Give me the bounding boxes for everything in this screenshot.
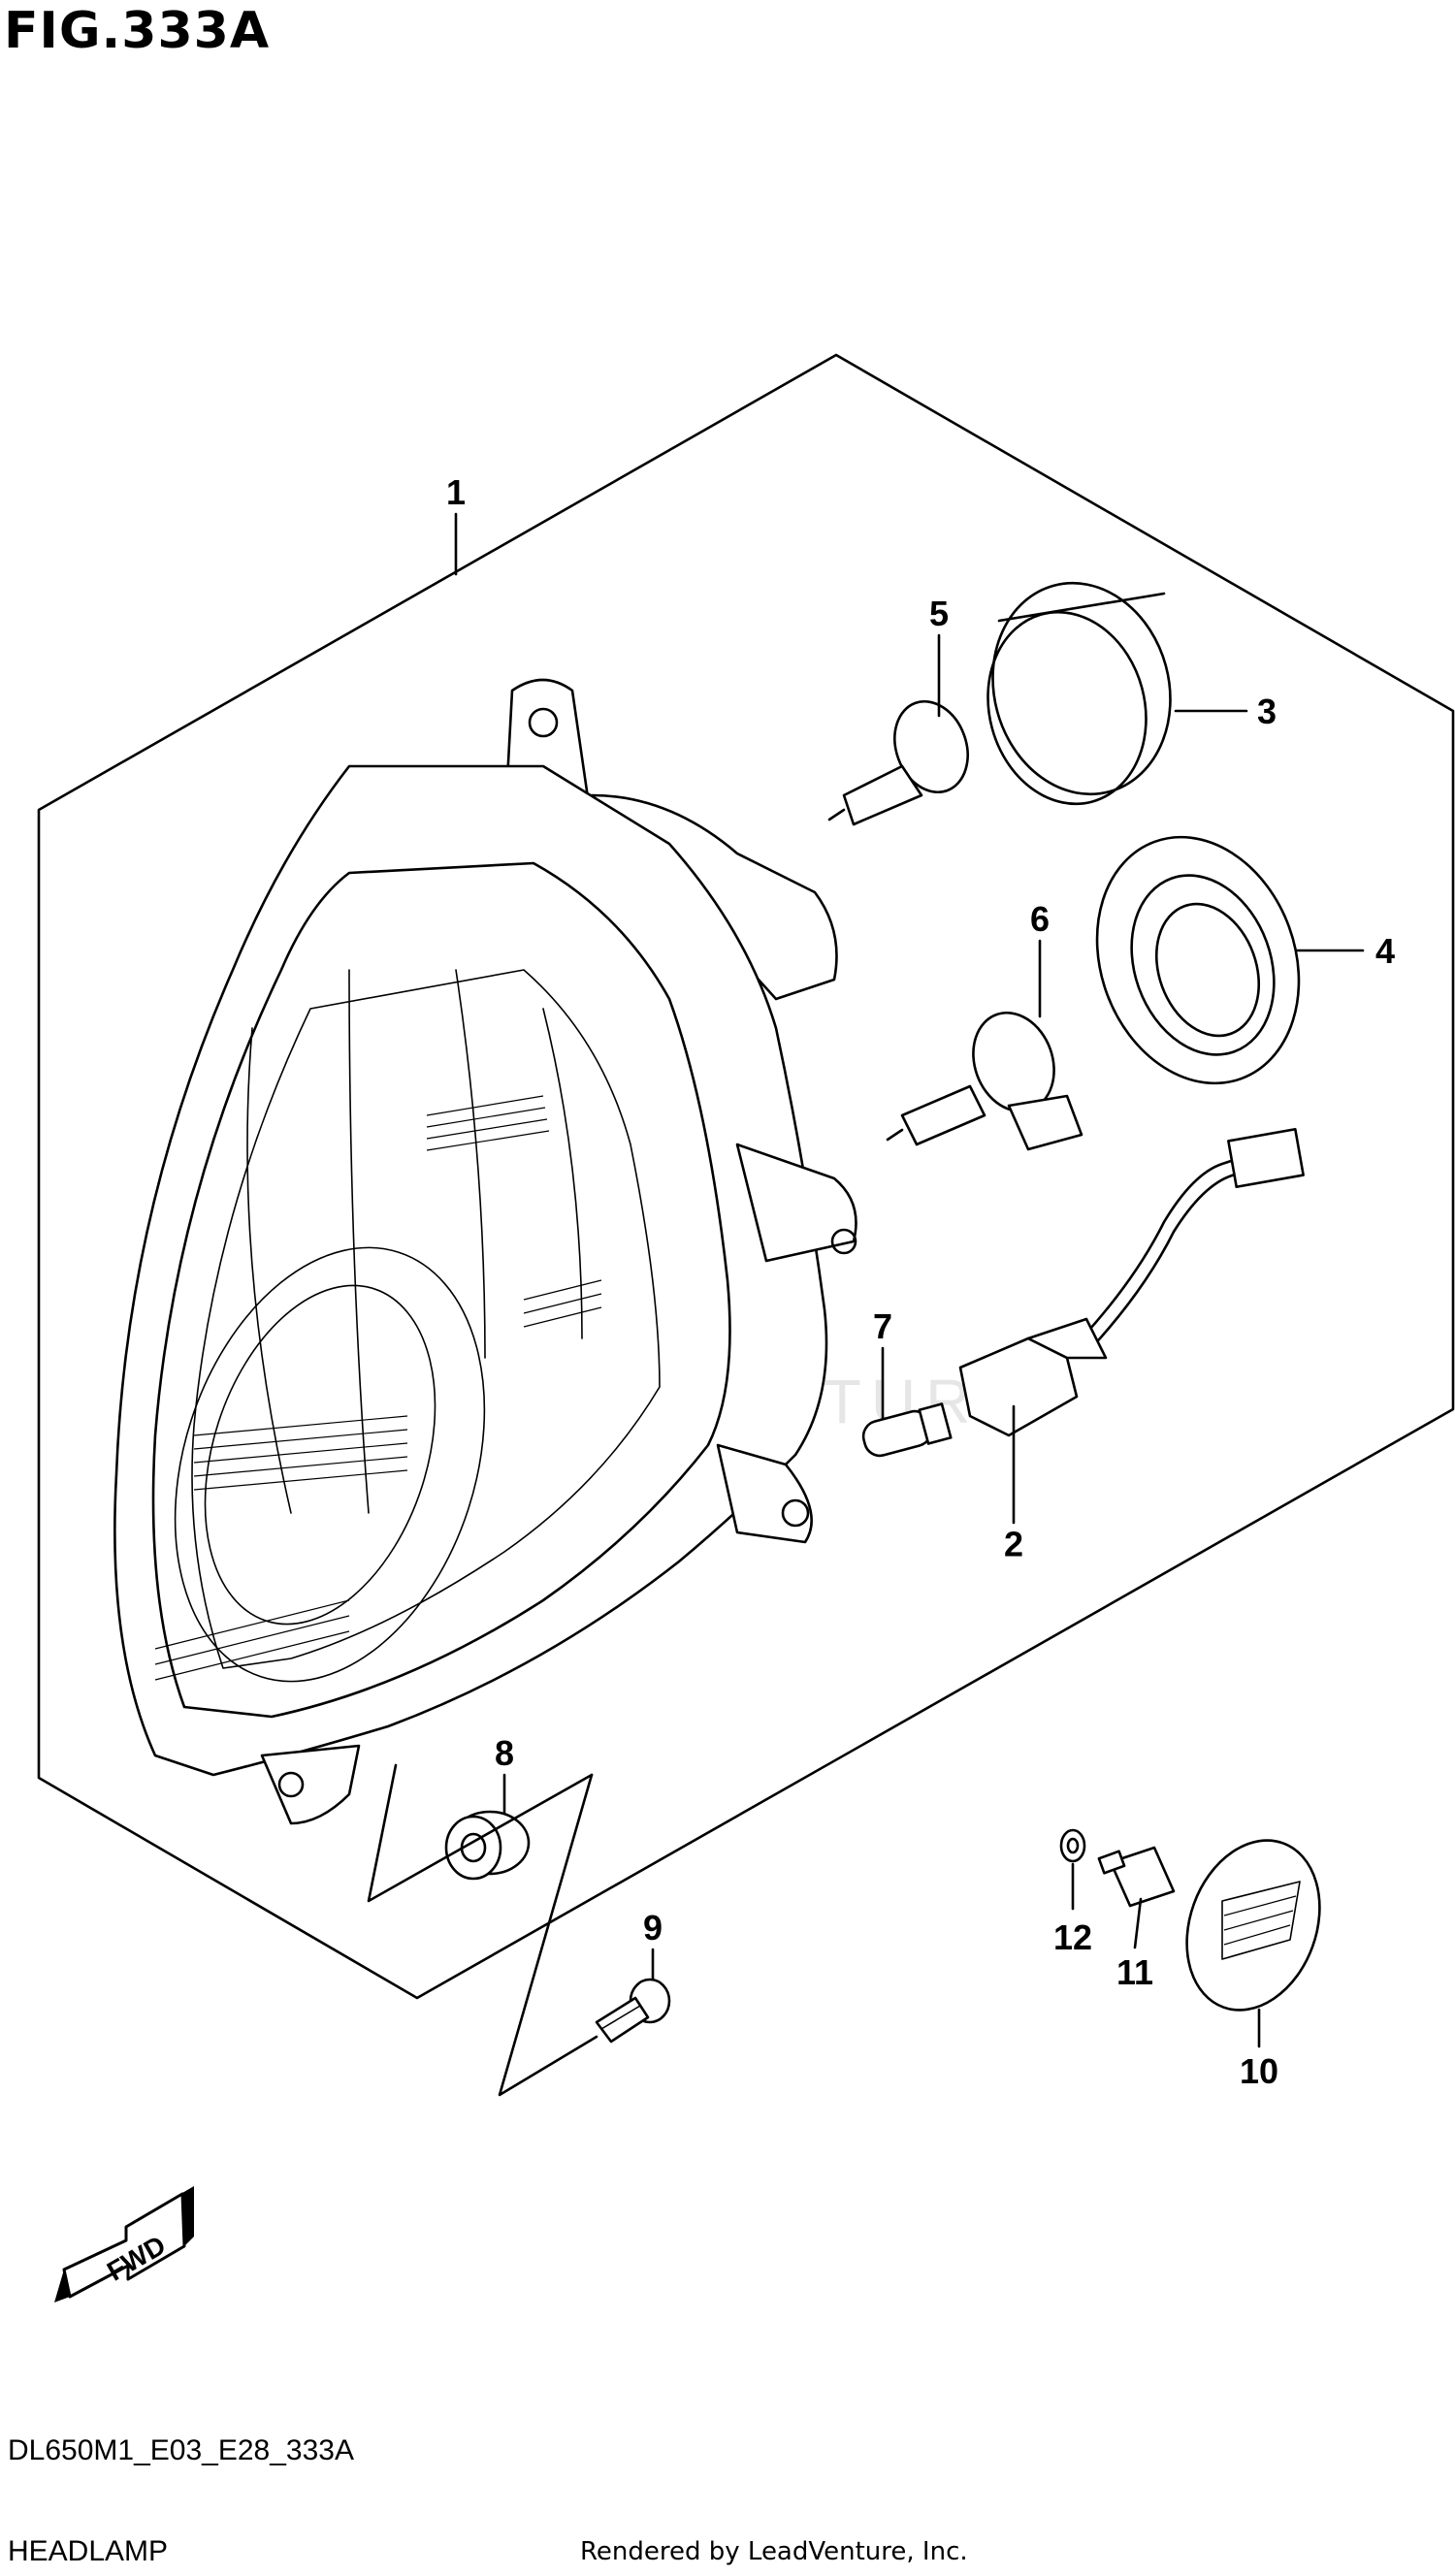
callout-10: 10	[1240, 2051, 1278, 2091]
forward-direction-arrow: FWD	[54, 2186, 194, 2302]
render-credit: Rendered by LeadVenture, Inc.	[580, 2537, 968, 2566]
reflector-hatching	[154, 1095, 602, 1681]
section-name: HEADLAMP	[8, 2535, 169, 2567]
callout-6: 6	[1030, 899, 1050, 939]
grommet[interactable]	[444, 1810, 531, 1881]
screw[interactable]	[595, 1978, 671, 2044]
wedge-bulb[interactable]	[860, 1402, 953, 1460]
screw-locator	[498, 1773, 598, 2097]
headlamp-housing[interactable]	[113, 678, 857, 1825]
reflector-stud[interactable]	[1097, 1846, 1176, 1908]
callout-2: 2	[1004, 1524, 1023, 1563]
reflex-reflector[interactable]	[1164, 1821, 1342, 2029]
socket-harness[interactable]	[958, 1127, 1305, 1437]
callout-5: 5	[929, 594, 949, 633]
position-bulb[interactable]	[886, 1001, 1083, 1151]
callout-12: 12	[1053, 1917, 1092, 1957]
headlamp-seal[interactable]	[1064, 809, 1333, 1112]
washer[interactable]	[1059, 1828, 1086, 1863]
diagram-code: DL650M1_E03_E28_333A	[8, 2434, 354, 2466]
callout-8: 8	[495, 1733, 514, 1773]
leader-lines	[454, 512, 1365, 2048]
callout-7: 7	[873, 1306, 892, 1346]
headlight-bulb[interactable]	[827, 692, 980, 826]
grommet-locator	[367, 1763, 594, 1903]
callout-1: 1	[446, 472, 466, 512]
figure-title: FIG.333A	[4, 2, 271, 60]
callout-9: 9	[643, 1908, 663, 1948]
bulb-socket-ring[interactable]	[967, 563, 1194, 821]
callout-11: 11	[1116, 1952, 1153, 1992]
assembly-boundary	[37, 353, 1455, 2000]
callout-3: 3	[1257, 692, 1277, 731]
callout-4: 4	[1375, 931, 1395, 971]
